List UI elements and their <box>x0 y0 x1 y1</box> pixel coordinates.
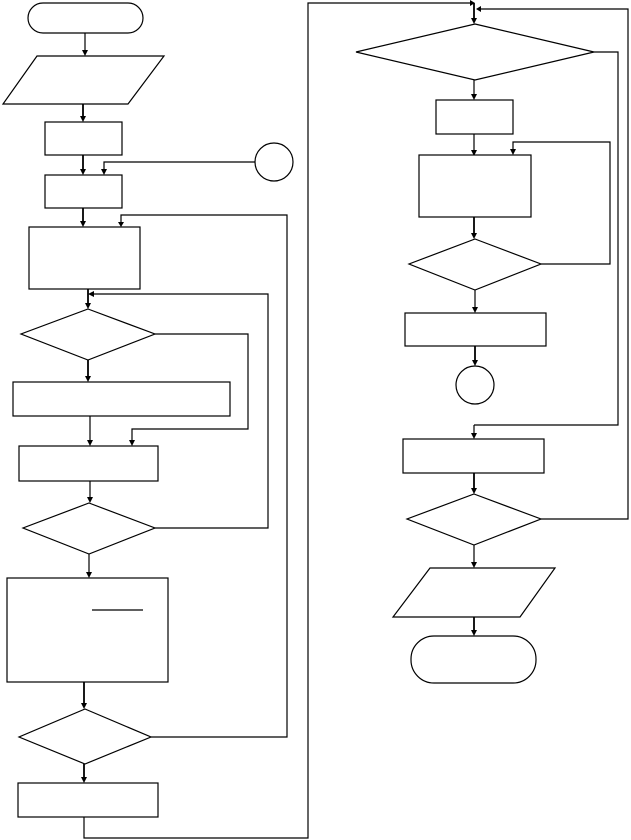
arrowhead <box>118 222 124 227</box>
arrowhead <box>471 233 477 239</box>
loop-back-line <box>92 293 269 529</box>
start-terminator <box>27 2 144 34</box>
arrowhead <box>471 150 477 156</box>
arrowhead <box>87 440 93 446</box>
arrowhead <box>82 50 88 56</box>
column-link-line <box>83 2 470 839</box>
arrowhead <box>471 562 477 568</box>
connector-circle <box>455 365 495 405</box>
decision-diamond <box>405 493 543 546</box>
arrowhead <box>80 221 86 227</box>
connector-circle <box>254 142 294 182</box>
process-box <box>418 154 532 218</box>
process-box <box>28 226 141 290</box>
loop-back-line <box>481 8 629 520</box>
arrowhead <box>471 630 477 636</box>
process-box <box>44 121 123 156</box>
decision-diamond <box>407 238 543 291</box>
arrowhead <box>470 0 475 6</box>
process-box <box>18 445 159 482</box>
arrowhead <box>472 307 478 313</box>
process-box <box>17 782 159 818</box>
arrowhead <box>472 360 478 366</box>
arrowhead <box>471 433 477 439</box>
arrowhead <box>85 303 91 309</box>
arrowhead <box>471 94 477 100</box>
output-parallelogram <box>391 567 557 618</box>
arrowhead <box>476 6 481 12</box>
branch-line <box>131 333 249 442</box>
arrowhead <box>85 376 91 382</box>
arrowhead <box>88 291 94 297</box>
connector-line <box>103 161 255 171</box>
arrowhead <box>86 572 92 578</box>
process-box <box>6 577 169 683</box>
arrowhead <box>471 18 477 24</box>
process-box <box>12 381 231 417</box>
arrowhead <box>129 440 135 446</box>
branch-line <box>474 51 619 426</box>
decision-diamond <box>355 23 595 81</box>
loop-back-line <box>120 214 288 738</box>
process-box <box>435 99 514 135</box>
arrowhead <box>81 703 87 709</box>
arrowhead <box>81 777 87 783</box>
arrowhead <box>80 169 86 175</box>
process-box <box>404 312 547 347</box>
process-box <box>402 438 545 474</box>
loop-back-line <box>512 141 611 265</box>
arrowhead <box>510 149 516 155</box>
arrowhead <box>80 116 86 122</box>
process-box <box>44 174 123 209</box>
arrowhead <box>471 488 477 494</box>
arrowhead <box>87 497 93 503</box>
decision-diamond <box>17 708 153 765</box>
arrowhead <box>101 169 107 175</box>
input-parallelogram <box>1 55 166 105</box>
decision-diamond <box>19 308 157 361</box>
end-terminator <box>410 635 537 684</box>
decision-diamond <box>21 502 157 555</box>
